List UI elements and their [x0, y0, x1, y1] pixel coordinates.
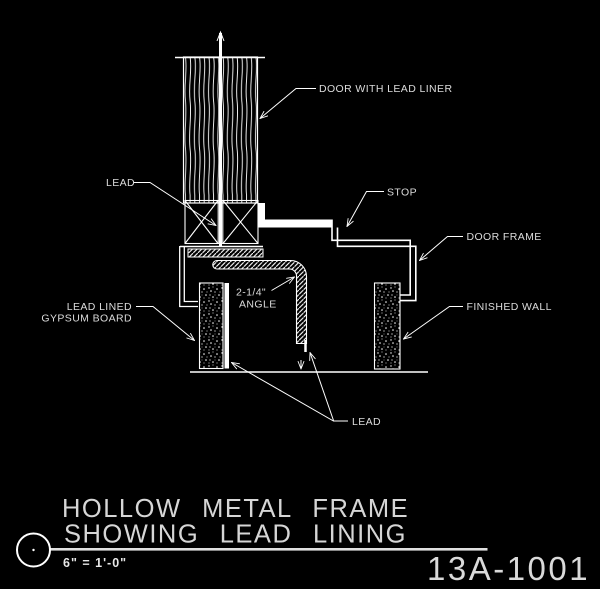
label-gypsum-line1: LEAD LINED [67, 301, 132, 313]
leader-stop [347, 191, 384, 227]
gypsum-board-block [198, 282, 224, 370]
label-angle-line2: ANGLE [239, 299, 277, 311]
label-door-frame: DOOR FRAME [467, 231, 542, 243]
leader-angle [271, 277, 295, 291]
label-lead-upper: LEAD [106, 177, 135, 189]
finished-wall-block [373, 282, 401, 370]
label-door-liner: DOOR WITH LEAD LINER [319, 83, 452, 95]
leader-door-liner [260, 88, 316, 119]
lead-angle-shape [212, 259, 308, 345]
gypsum-lead-sheet [224, 283, 229, 369]
frame-stop [258, 203, 332, 228]
lead-angle [212, 259, 308, 352]
title-block: HOLLOW METAL FRAME SHOWING LEAD LINING 6… [16, 495, 590, 587]
blocking-box [184, 199, 259, 245]
return-inner-line [183, 246, 198, 303]
leader-gypsum [136, 306, 195, 341]
blocking-x-line [222, 200, 259, 244]
blocking-x-line [184, 200, 219, 244]
gypsum-board [198, 282, 229, 370]
door-lead-liner-line [216, 30, 225, 246]
drawing-title-line1: HOLLOW METAL FRAME [62, 495, 409, 523]
door-blocking [180, 199, 263, 248]
drawing-number: 13A-1001 [427, 550, 590, 587]
stop-face [258, 203, 265, 228]
return-outer-line [179, 246, 198, 308]
door-frame-profile [331, 219, 417, 302]
leader-lead-lower-2 [310, 353, 334, 421]
label-finished-wall: FINISHED WALL [467, 301, 552, 313]
frame-left-return [179, 246, 198, 308]
label-angle-line1: 2-1/4" [236, 287, 266, 299]
callout-labels: DOOR WITH LEAD LINER LEAD STOP DOOR FRAM… [41, 83, 551, 428]
drawing-title-line2: SHOWING LEAD LINING [64, 521, 407, 549]
detail-bubble-center-dot [32, 548, 35, 552]
label-lead-lower: LEAD [352, 416, 381, 428]
leader-lead-lower-1 [232, 363, 348, 422]
scale-label: 6" = 1'-0" [63, 556, 127, 570]
frame-head-lead-strip [187, 248, 264, 258]
detail-bubble-icon [16, 532, 51, 568]
leader-lines [133, 88, 463, 422]
frame-outer-line [331, 219, 411, 296]
title-underline [49, 548, 488, 551]
label-gypsum-line2: GYPSUM BOARD [41, 313, 132, 325]
up-arrow-icon [216, 30, 225, 42]
leader-door-frame [420, 236, 463, 261]
leader-lead-upper [133, 182, 216, 226]
label-stop: STOP [387, 187, 417, 199]
frame-inner-line [336, 227, 417, 302]
leader-finished-wall [404, 306, 463, 340]
stop-soffit [258, 219, 332, 228]
